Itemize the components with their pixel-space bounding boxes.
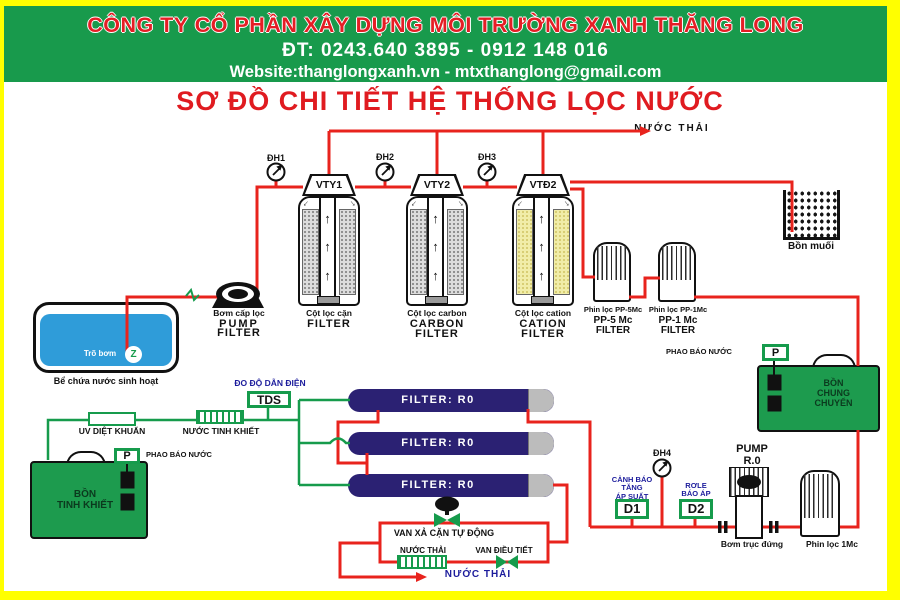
ro-pump-body	[735, 495, 763, 539]
ro-membrane-1: FILTER: R0	[348, 389, 554, 412]
regulating-valve-label: VAN ĐIỀU TIẾT	[475, 546, 533, 555]
company-phone: ĐT: 0243.640 3895 - 0912 148 016	[282, 40, 609, 61]
valve-vtd2: VTĐ2	[516, 174, 570, 196]
cation-column: ↓ ↓ ↑↑↑	[512, 196, 574, 306]
pp1-cartridge	[658, 242, 696, 302]
ro-end-cap	[528, 474, 554, 497]
gauge-dh1-label: ĐH1	[266, 153, 285, 163]
ro-end-cap	[528, 432, 554, 455]
carbon-column: ↓ ↓ ↑↑↑	[406, 196, 468, 306]
d2-sensor: D2	[679, 499, 713, 519]
uv-sterilizer	[88, 412, 136, 426]
uv-label: UV DIỆT KHUẨN	[78, 426, 146, 436]
pure-float-label: PHAO BÁO NƯỚC	[146, 450, 212, 459]
pure-p-box: P	[114, 448, 140, 464]
transfer-float-label: PHAO BÁO NƯỚC	[666, 347, 732, 356]
pressure-warning-label: CẢNH BÁO TĂNG ÁP SUẤT	[611, 475, 653, 501]
company-website: Website:thanglongxanh.vn - mtxthanglong@…	[229, 63, 662, 81]
sediment-column-label-en: FILTER	[307, 318, 351, 330]
waste-top-label: NƯỚC THẢI	[634, 123, 710, 134]
d1-sensor: D1	[615, 499, 649, 519]
pp1-label-en2: FILTER	[660, 325, 696, 336]
source-tank-label: Bể chứa nước sinh hoạt	[53, 376, 159, 386]
water-fill	[40, 314, 172, 366]
cation-column-label-en2: FILTER	[521, 328, 565, 340]
pp5-cartridge	[593, 242, 631, 302]
source-water-tank	[33, 302, 179, 373]
pure-water-line-label: NƯỚC TINH KHIẾT	[182, 426, 260, 436]
ro-pump-label-vn: Bơm trục đứng	[720, 539, 784, 549]
company-name: CÔNG TY CỔ PHẦN XÂY DỰNG MÔI TRƯỜNG XANH…	[87, 13, 804, 37]
carbon-column-label-en2: FILTER	[415, 328, 459, 340]
feed-pump-icon	[212, 282, 264, 308]
auto-drain-valve-label: VAN XẢ CẶN TỰ ĐỘNG	[393, 528, 495, 538]
column-nozzle	[425, 296, 448, 304]
feed-pump-label-en2: FILTER	[217, 327, 261, 339]
gauge-dh2-label: ĐH2	[375, 152, 394, 162]
valve-vty1: VTY1	[302, 174, 356, 196]
transfer-tank-label: BỒN CHUNG CHUYỂN	[814, 378, 853, 408]
pure-tank-label: BỒN TINH KHIẾT	[56, 489, 114, 511]
gauge-dh3-label: ĐH3	[477, 152, 496, 162]
salt-tank-label: Bồn muối	[787, 241, 835, 252]
pp1-label-vn: Phin lọc PP-1Mc	[648, 305, 708, 314]
tds-meter: TDS	[247, 391, 291, 408]
pp5-label-en2: FILTER	[595, 325, 631, 336]
ro-membrane-2: FILTER: R0	[348, 432, 554, 455]
waste-comp-label: NƯỚC THẢI	[400, 546, 446, 555]
strainer-label: Trõ bơm	[83, 349, 117, 358]
waste-out-label: NƯỚC THẢI	[444, 569, 512, 580]
transfer-p-box: P	[762, 344, 789, 361]
company-banner: CÔNG TY CỔ PHẦN XÂY DỰNG MÔI TRƯỜNG XANH…	[4, 6, 887, 82]
transfer-tank: BỒN CHUNG CHUYỂN	[757, 365, 880, 432]
column-nozzle	[531, 296, 554, 304]
ro-membrane-3: FILTER: R0	[348, 474, 554, 497]
ro-pump-motor	[729, 467, 769, 497]
pure-water-line-comp	[196, 410, 244, 424]
cartridge-1mc	[800, 470, 840, 537]
tds-title: ĐO ĐỘ DẪN ĐIỆN	[234, 378, 306, 388]
gauge-dh4-label: ĐH4	[652, 448, 671, 458]
pp5-label-vn: Phin lọc PP-5Mc	[583, 305, 643, 314]
foot-valve-icon: Z	[125, 346, 142, 363]
cartridge-1mc-label: Phin lọc 1Mc	[806, 539, 858, 549]
ro-pump-label: PUMP R.0	[736, 443, 768, 468]
pressure-relay-label: RƠLE BÁO ÁP	[681, 481, 711, 499]
valve-vty2: VTY2	[410, 174, 464, 196]
pure-water-tank: BỒN TINH KHIẾT	[30, 461, 148, 539]
ro-end-cap	[528, 389, 554, 412]
column-nozzle	[317, 296, 340, 304]
sediment-column: ↓ ↓ ↑↑↑	[298, 196, 360, 306]
salt-tank	[783, 190, 840, 240]
page-title: SƠ ĐỒ CHI TIẾT HỆ THỐNG LỌC NƯỚC	[176, 86, 724, 116]
waste-line-comp	[397, 555, 447, 569]
